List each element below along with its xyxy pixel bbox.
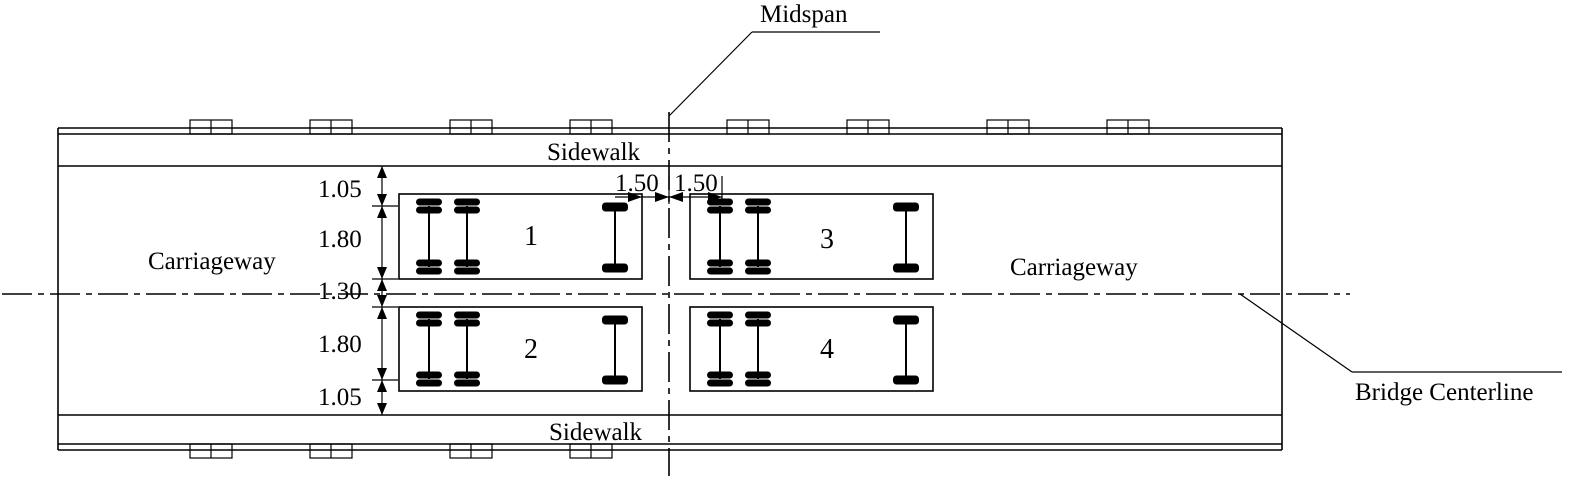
wheel-18	[454, 379, 480, 387]
wheel-19	[602, 315, 628, 325]
longitudinal-dimensions: 1.50 1.50	[615, 170, 723, 204]
vehicle-axles	[416, 198, 919, 387]
dim-arrow-0-a	[377, 166, 387, 178]
wheel-33	[707, 371, 733, 379]
midspan-marker: Midspan	[668, 1, 880, 476]
vehicle-3: 3	[689, 193, 934, 280]
wheel-24	[707, 267, 733, 275]
wheel-38	[745, 379, 771, 387]
wheel-4	[416, 267, 442, 275]
dim-arrow-0-b	[377, 194, 387, 206]
wheel-11	[416, 311, 442, 319]
dim-arrow-3-a	[377, 307, 387, 319]
vehicle-4-label: 4	[820, 334, 834, 365]
wheel-1	[416, 198, 442, 206]
wheel-16	[454, 319, 480, 327]
wheel-34	[707, 379, 733, 387]
wheel-35	[745, 311, 771, 319]
wheel-27	[745, 259, 771, 267]
wheel-7	[454, 259, 480, 267]
railing-posts-top	[189, 119, 1150, 135]
wheel-5	[454, 198, 480, 206]
vehicle-2-label: 2	[524, 334, 538, 365]
dim-arrow-1-a	[377, 206, 387, 218]
wheel-28	[745, 267, 771, 275]
vehicle-3-label: 3	[820, 224, 834, 255]
dim-arrow-3-b	[377, 368, 387, 380]
wheel-40	[893, 375, 919, 385]
vehicle-1-label: 1	[524, 221, 538, 252]
wheel-2	[416, 206, 442, 214]
wheel-17	[454, 371, 480, 379]
wheel-30	[893, 263, 919, 273]
wheel-26	[745, 206, 771, 214]
sidewalk-top-label: Sidewalk	[547, 139, 641, 166]
wheel-37	[745, 371, 771, 379]
dim-arrow-1-b	[377, 267, 387, 279]
wheel-31	[707, 311, 733, 319]
bridge-deck-outline	[57, 127, 1283, 451]
wheel-15	[454, 311, 480, 319]
wheel-14	[416, 379, 442, 387]
dim-longitudinal-2: 1.50	[674, 170, 718, 197]
wheel-10	[602, 263, 628, 273]
wheel-36	[745, 319, 771, 327]
dim-lateral-2: 1.80	[318, 226, 362, 253]
wheel-25	[745, 198, 771, 206]
wheel-22	[707, 206, 733, 214]
wheel-9	[602, 202, 628, 212]
lateral-dimensions: 1.05 1.80 1.30 1.80 1.05	[318, 166, 398, 415]
wheel-20	[602, 375, 628, 385]
bridge-centerline-label: Bridge Centerline	[1355, 379, 1533, 406]
bridge-centerline: Bridge Centerline	[2, 293, 1562, 406]
wheel-39	[893, 315, 919, 325]
dim-lateral-3: 1.30	[318, 278, 362, 305]
wheel-32	[707, 319, 733, 327]
vehicle-4: 4	[689, 306, 934, 392]
wheel-29	[893, 202, 919, 212]
sidewalk-bottom-label: Sidewalk	[549, 419, 643, 446]
vehicle-2: 2	[398, 306, 643, 392]
wheel-6	[454, 206, 480, 214]
wheel-12	[416, 319, 442, 327]
wheel-13	[416, 371, 442, 379]
wheel-21	[707, 198, 733, 206]
wheel-8	[454, 267, 480, 275]
dim-arrow-2-a	[377, 279, 387, 291]
vehicle-1: 1	[398, 193, 643, 280]
dim-arrow-2-b	[377, 295, 387, 307]
dim-arrow-4-b	[377, 403, 387, 415]
carriageway-right-label: Carriageway	[1010, 254, 1138, 281]
dim-lateral-1: 1.05	[318, 176, 362, 203]
railing-posts-bottom	[189, 443, 613, 459]
dim-lateral-5: 1.05	[318, 384, 362, 411]
dim-lateral-4: 1.80	[318, 331, 362, 358]
midspan-label: Midspan	[760, 1, 848, 28]
dim-longitudinal-1: 1.50	[615, 170, 659, 197]
wheel-3	[416, 259, 442, 267]
carriageway-left-label: Carriageway	[148, 248, 276, 275]
dim-arrow-4-a	[377, 380, 387, 392]
wheel-23	[707, 259, 733, 267]
